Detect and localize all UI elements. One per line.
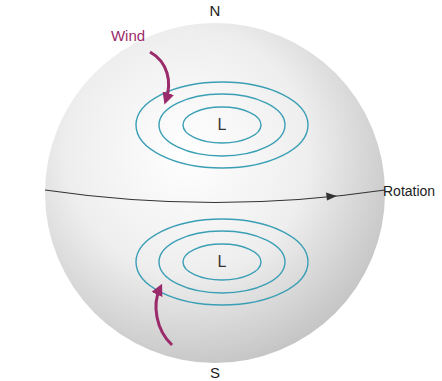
pressure-symbol: L xyxy=(218,117,227,133)
compass-label: S xyxy=(210,365,220,380)
isobars xyxy=(136,82,308,305)
rotation-arrowhead xyxy=(326,193,337,201)
rotation-label: Rotation xyxy=(383,184,435,198)
wind-arrow xyxy=(150,52,169,100)
wind-arrow xyxy=(156,288,172,345)
equator-line xyxy=(45,190,385,203)
low-pressure-center: L xyxy=(182,106,262,144)
compass-label: N xyxy=(210,3,221,18)
globe xyxy=(45,23,385,363)
low-pressure-center: L xyxy=(182,243,262,281)
pressure-symbol: L xyxy=(218,254,227,270)
wind-label: Wind xyxy=(111,28,145,43)
